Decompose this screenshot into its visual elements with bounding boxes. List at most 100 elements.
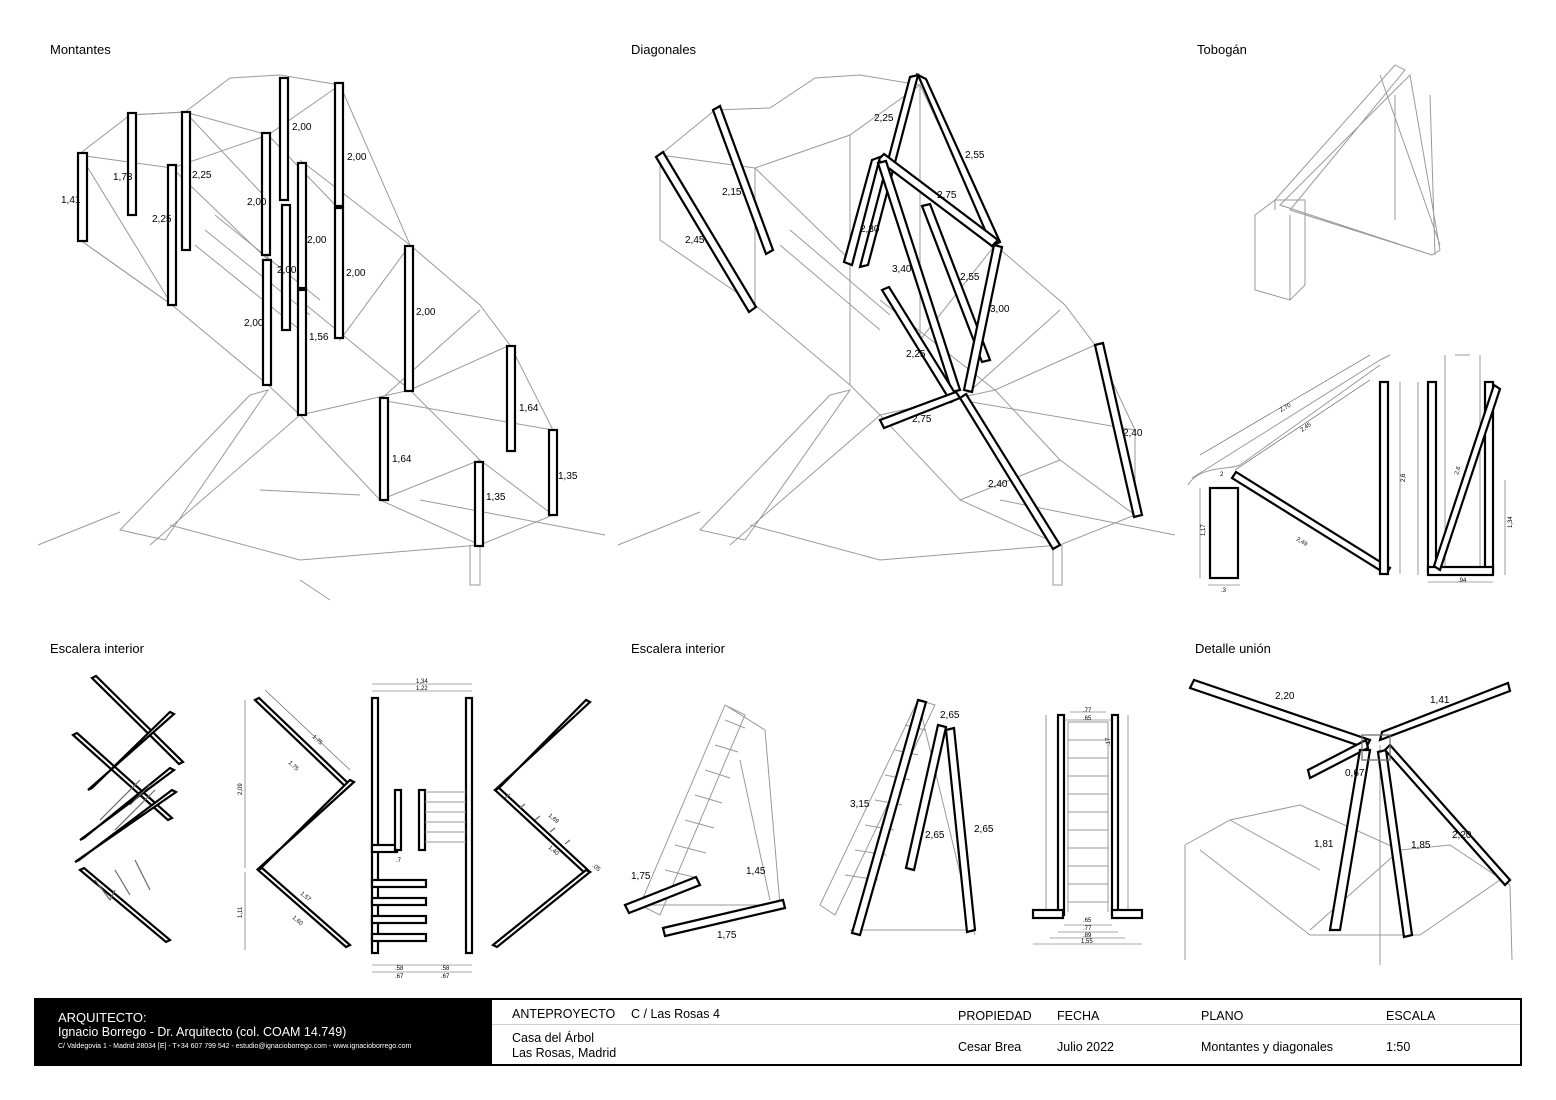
- dim-label: 2,55: [960, 272, 980, 283]
- dim-label: 2,00: [277, 265, 297, 276]
- dim-label: .67: [441, 974, 450, 980]
- fecha-label: FECHA: [1057, 1009, 1100, 1023]
- architect-label: ARQUITECTO:: [58, 1010, 147, 1025]
- dim-label: 1,73: [113, 172, 133, 183]
- dim-label: 1,34: [416, 679, 428, 685]
- dim-label: .94: [1458, 578, 1467, 584]
- escala-value: 1:50: [1386, 1040, 1411, 1054]
- project-name: Casa del Árbol: [512, 1031, 594, 1045]
- dim-label: 1,75: [631, 871, 651, 882]
- dim-label: 1,41: [61, 195, 81, 206]
- dim-label: 1,69: [547, 813, 560, 826]
- dim-label: .3: [1221, 588, 1227, 594]
- dim-label: 2,75: [937, 190, 957, 201]
- dim-label: 1,22: [416, 686, 428, 692]
- dim-label: .17: [1106, 737, 1112, 746]
- drawing-sheet: 1,41 1,73 2,25 2,25 2,00 2,00 2,00 2,00 …: [37, 64, 1514, 980]
- dim-label: 2,70: [1279, 402, 1293, 413]
- dim-label: 2,75: [912, 414, 932, 425]
- escalera1-drawing: [71, 674, 593, 973]
- panel-title-escalera-2: Escalera interior: [631, 641, 725, 656]
- fecha-value: Julio 2022: [1057, 1040, 1114, 1054]
- dim-label: 3,00: [990, 304, 1010, 315]
- dim-label: .67: [395, 974, 404, 980]
- dim-label: 2: [1220, 472, 1224, 478]
- detalle-dimensions: 2,20 1,41 0,67 2,20 1,81 1,85: [1275, 691, 1472, 851]
- panel-title-tobogan: Tobogán: [1197, 42, 1247, 57]
- panel-title-montantes: Montantes: [50, 42, 111, 57]
- dim-label: .65: [1083, 918, 1092, 924]
- dim-label: 3,15: [850, 799, 870, 810]
- dim-label: 2,00: [244, 318, 264, 329]
- dim-label: 2,65: [974, 824, 994, 835]
- dim-label: .05: [591, 863, 602, 873]
- escalera2-dimensions: 2,65 3,15 2,65 2,65 1,75 1,45 1,75 .77 .…: [631, 708, 1112, 945]
- dim-label: 1,60: [291, 915, 304, 928]
- dim-label: 2,40: [988, 479, 1008, 490]
- dim-label: 2,00: [416, 307, 436, 318]
- dim-label: 2,6: [1401, 473, 1407, 482]
- panel-title-escalera-1: Escalera interior: [50, 641, 144, 656]
- diagonales-dimensions: 2,25 2,55 2,15 2,75 2,45 2,30 3,40 2,55 …: [685, 113, 1143, 490]
- dim-label: 2,25: [152, 214, 172, 225]
- detalle-drawing: [1184, 678, 1513, 965]
- dim-label: .77: [1083, 926, 1092, 932]
- dim-label: 1,75: [287, 760, 300, 773]
- dim-label: 2,65: [940, 710, 960, 721]
- dim-label: 1,34: [1508, 516, 1514, 528]
- diagonales-drawing: [617, 72, 1176, 586]
- dim-label: .89: [1083, 933, 1092, 939]
- dim-label: 0,67: [1345, 768, 1365, 779]
- dim-label: 2,49: [1295, 537, 1309, 549]
- dim-label: 1,75: [311, 734, 324, 747]
- dim-label: 2,45: [685, 235, 705, 246]
- dim-label: 2,00: [307, 235, 327, 246]
- montantes-drawing: [37, 74, 606, 601]
- tobogan-dimensions: 2,70 2,45 2 2,49 1,17 .3 2,6 2,6 1,34 .9…: [1201, 402, 1514, 594]
- anteproyecto-value: C / Las Rosas 4: [631, 1007, 720, 1021]
- dim-label: 2,45: [1300, 422, 1314, 434]
- tobogan-drawing: [1187, 64, 1506, 586]
- dim-label: .65: [1083, 716, 1092, 722]
- dim-label: 1,81: [1314, 839, 1334, 850]
- dim-label: .77: [1083, 708, 1092, 714]
- montantes-dimensions: 1,41 1,73 2,25 2,25 2,00 2,00 2,00 2,00 …: [61, 122, 578, 503]
- plano-value: Montantes y diagonales: [1201, 1040, 1334, 1054]
- architect-contact: C/ Valdegovia 1 - Madrid 28034 [E] - T+3…: [58, 1043, 412, 1050]
- dim-label: 2,25: [192, 170, 212, 181]
- dim-label: 1,17: [1201, 524, 1207, 536]
- architect-name: Ignacio Borrego - Dr. Arquitecto (col. C…: [58, 1025, 347, 1039]
- escala-label: ESCALA: [1386, 1009, 1436, 1023]
- title-block: ARQUITECTO: Ignacio Borrego - Dr. Arquit…: [34, 998, 1522, 1066]
- project-location: Las Rosas, Madrid: [512, 1046, 617, 1060]
- escalera2-drawing: [623, 698, 1144, 945]
- dim-label: 3,40: [892, 264, 912, 275]
- dim-label: 1,55: [1081, 939, 1093, 945]
- propiedad-value: Cesar Brea: [958, 1040, 1022, 1054]
- dim-label: 1,64: [519, 403, 539, 414]
- dim-label: 2,09: [238, 783, 244, 795]
- dim-label: 1,41: [1430, 695, 1450, 706]
- architect-box: ARQUITECTO: Ignacio Borrego - Dr. Arquit…: [36, 1000, 492, 1064]
- panel-title-detalle: Detalle unión: [1195, 641, 1271, 656]
- dim-label: 1,35: [486, 492, 506, 503]
- dim-label: 1,11: [238, 906, 244, 918]
- dim-label: .7: [396, 858, 402, 864]
- dim-label: 2,00: [347, 152, 367, 163]
- dim-label: 2,00: [292, 122, 312, 133]
- dim-label: 2,25: [874, 113, 894, 124]
- panel-title-diagonales: Diagonales: [631, 42, 697, 57]
- propiedad-label: PROPIEDAD: [958, 1009, 1032, 1023]
- dim-label: 2,65: [925, 830, 945, 841]
- dim-label: 2,00: [247, 197, 267, 208]
- anteproyecto-label: ANTEPROYECTO: [512, 1007, 616, 1021]
- dim-label: 1,35: [558, 471, 578, 482]
- dim-label: 2,00: [346, 268, 366, 279]
- dim-label: 1,75: [717, 930, 737, 941]
- dim-label: 1,64: [392, 454, 412, 465]
- dim-label: 2,6: [1454, 465, 1462, 475]
- plano-label: PLANO: [1201, 1009, 1244, 1023]
- dim-label: 2,55: [965, 150, 985, 161]
- dim-label: 2,25: [906, 349, 926, 360]
- dim-label: 1,45: [746, 866, 766, 877]
